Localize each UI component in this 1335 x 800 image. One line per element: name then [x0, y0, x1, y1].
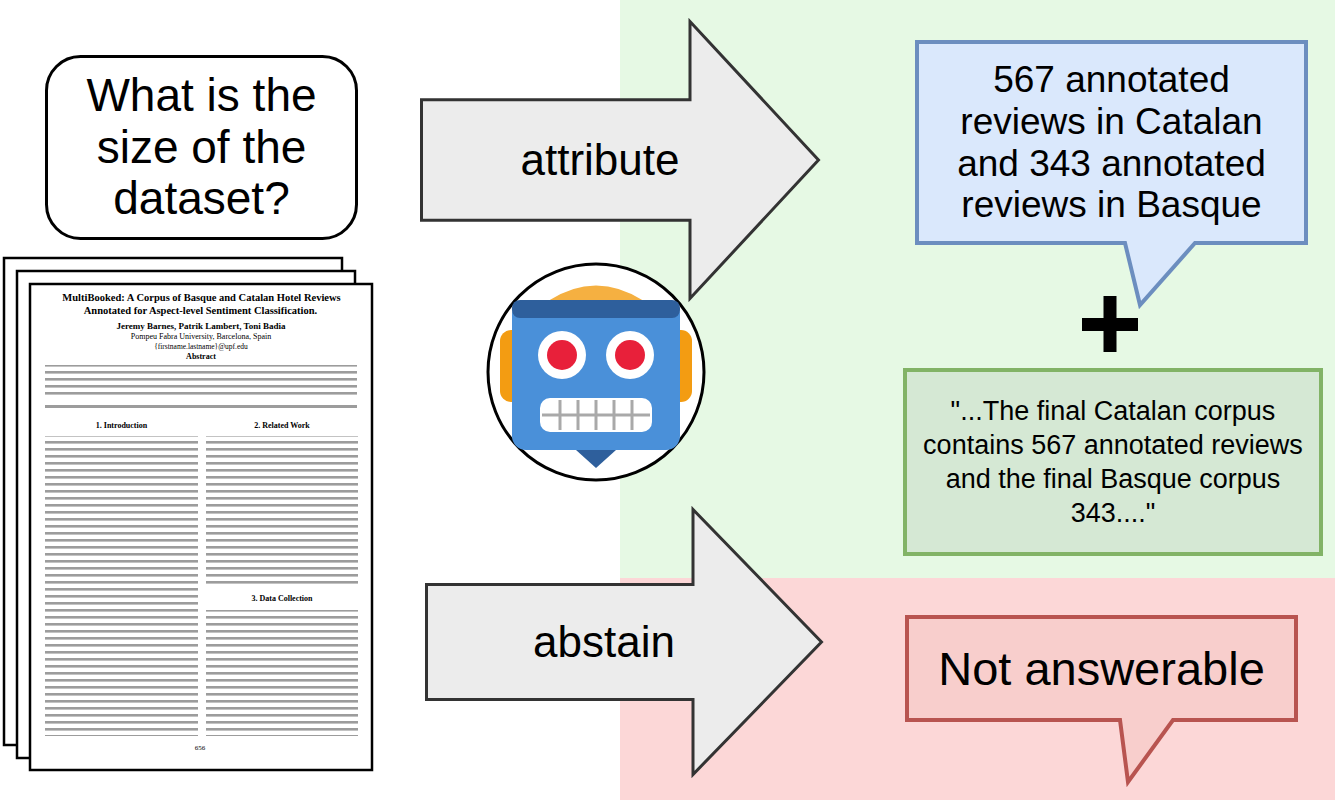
abstain-bubble: Not answerable [905, 615, 1298, 782]
robot-head [512, 300, 680, 450]
paper-affiliation: Pompeu Fabra University, Barcelona, Spai… [42, 332, 360, 342]
box [905, 370, 1321, 554]
node-body: What is the size of the dataset? [45, 55, 358, 240]
node-body: 567 annotated reviews in Catalan and 343… [915, 40, 1308, 245]
answer-bubble: 567 annotated reviews in Catalan and 343… [915, 40, 1308, 305]
paper-heading: 2. Related Work [206, 421, 358, 431]
paper-text: MultiBooked: A Corpus of Basque and Cata… [61, 292, 340, 316]
paper-stack [4, 258, 372, 770]
paper-text: 2. Related Work [253, 421, 311, 430]
paper-heading: 3. Data Collection [206, 594, 358, 604]
paper-text: {firstname.lastname}@upf.edu [153, 342, 249, 351]
plus-symbol [1082, 296, 1138, 352]
node-body: "...The final Catalan corpus contains 56… [903, 368, 1323, 556]
paper-text: 3. Data Collection [250, 594, 313, 603]
abstain-arrow: abstain [425, 508, 823, 776]
paper-email: {firstname.lastname}@upf.edu [42, 342, 360, 351]
paper-heading: 1. Introduction [45, 421, 198, 431]
robot-eye [606, 331, 654, 379]
robot-pupil [615, 340, 645, 370]
paper-page [30, 284, 372, 770]
node-text: attribute [521, 135, 680, 186]
node-body: attribute [420, 20, 820, 300]
node-text: "...The final Catalan corpus contains 56… [915, 394, 1311, 530]
robot-chin [576, 450, 616, 468]
evidence-box: "...The final Catalan corpus contains 56… [903, 368, 1323, 556]
paper-text: 656 [194, 744, 207, 752]
paper-text: Jeremy Barnes, Patrik Lambert, Toni Badi… [115, 321, 286, 331]
abstain-bubble-outline [905, 615, 1298, 782]
rounded-box [47, 57, 357, 239]
robot-teeth [542, 400, 650, 430]
robot-eye [538, 331, 586, 379]
paper-text-lines [206, 436, 358, 588]
node-text: What is the size of the dataset? [57, 70, 346, 226]
speech-bubble [907, 617, 1296, 782]
robot-band [512, 300, 680, 318]
page-number: 656 [150, 744, 250, 752]
paper-title: MultiBooked: A Corpus of Basque and Cata… [42, 292, 360, 317]
paper-text-lines [45, 405, 357, 408]
arrow-shape [427, 510, 822, 775]
arrow-shape [422, 22, 819, 299]
robot-icon [488, 264, 704, 480]
attribute-arrow: attribute [420, 20, 820, 300]
node-body: abstain [425, 508, 823, 776]
question-box: What is the size of the dataset? [45, 55, 358, 240]
robot-antenna [548, 286, 644, 302]
paper-text-lines [206, 610, 358, 736]
paper-heading: Abstract [42, 352, 360, 362]
node-text: abstain [533, 617, 675, 668]
robot-pupil [547, 340, 577, 370]
paper-text: Abstract [185, 352, 217, 361]
paper-text-lines [45, 365, 357, 399]
paper-text: 1. Introduction [95, 421, 148, 430]
robot-mouth [540, 398, 652, 432]
node-body: Not answerable [905, 615, 1298, 722]
speech-bubble [917, 42, 1306, 305]
robot-circle [488, 264, 704, 480]
node-text: 567 annotated reviews in Catalan and 343… [931, 59, 1292, 226]
paper-authors: Jeremy Barnes, Patrik Lambert, Toni Badi… [42, 321, 360, 332]
paper-text-lines [45, 436, 198, 736]
node-text: Not answerable [938, 643, 1265, 695]
paper-text: Pompeu Fabra University, Barcelona, Spai… [130, 332, 272, 341]
